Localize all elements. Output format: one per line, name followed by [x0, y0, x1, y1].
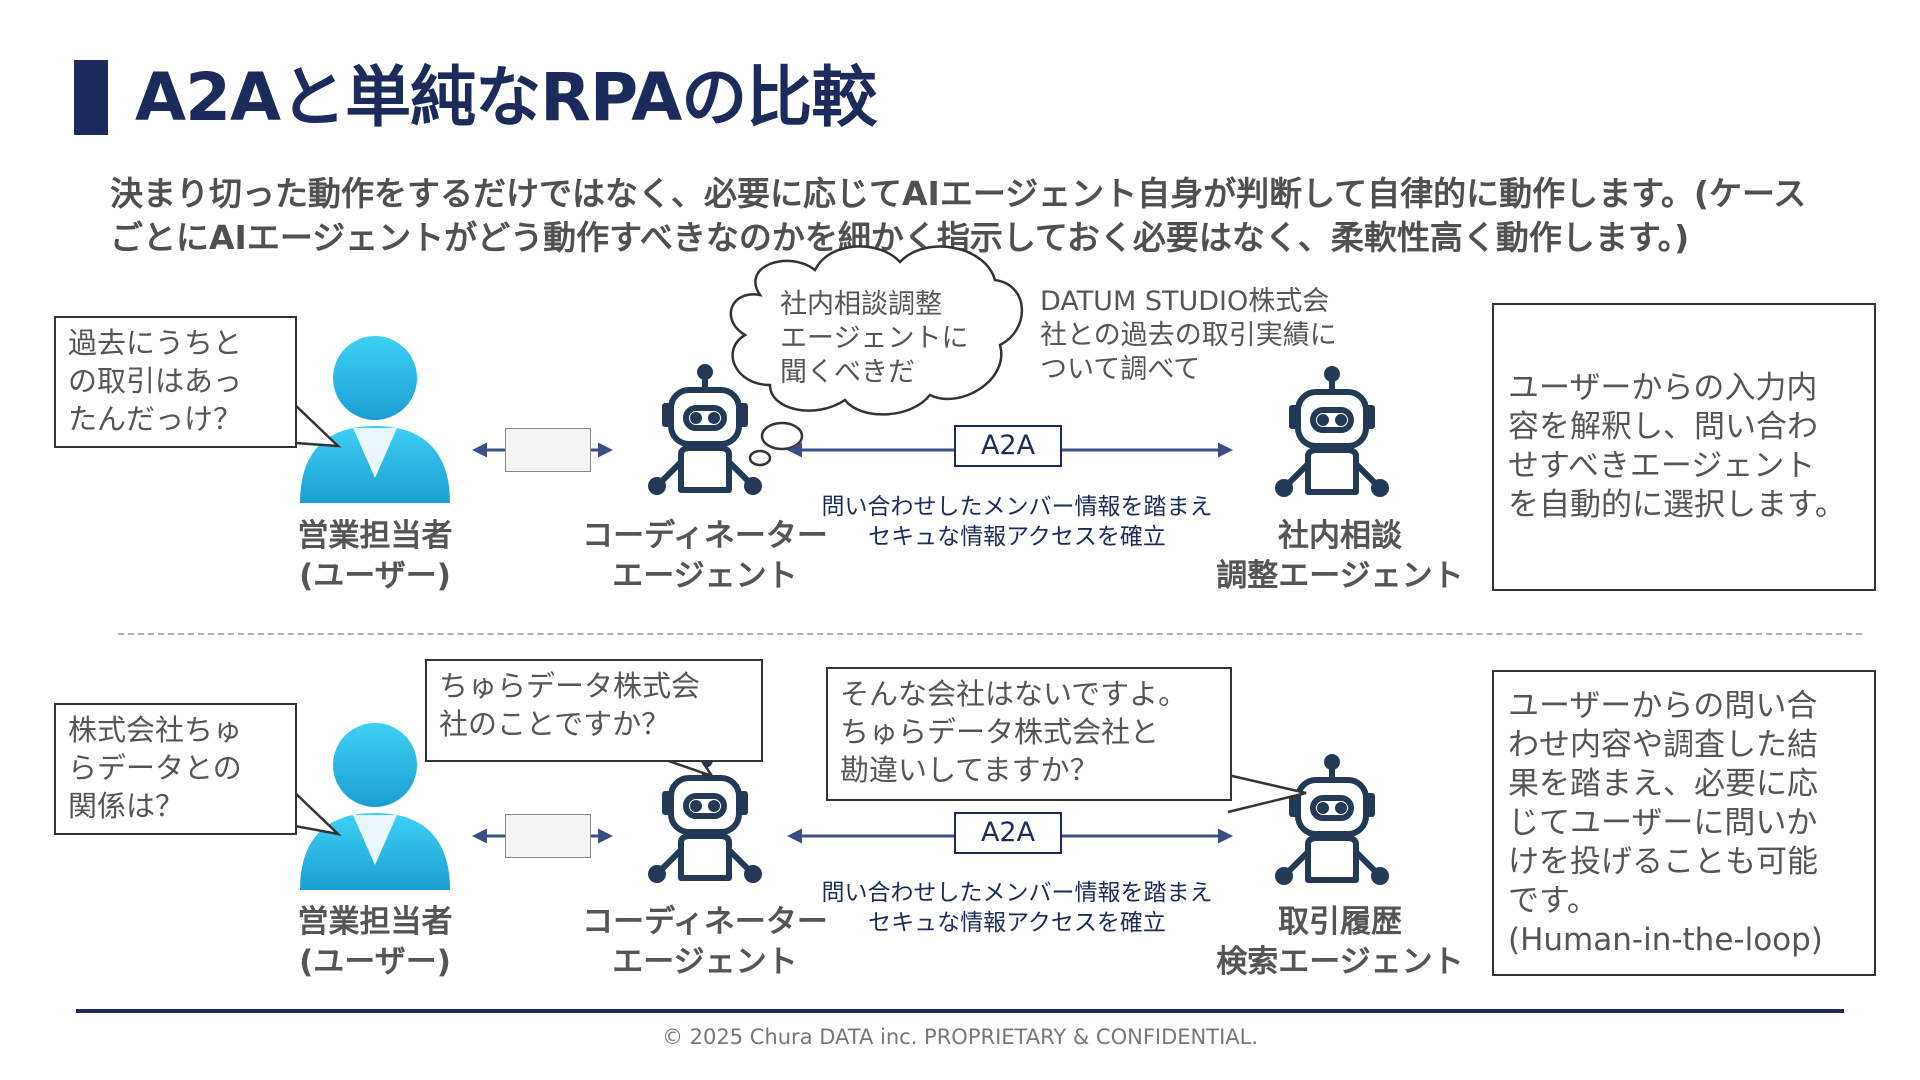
subtitle-line-2: ごとにAIエージェントがどう動作すべきなのかを細かく指示しておく必要はなく、柔軟… [110, 218, 1690, 257]
description-line: ユーザーからの問い合 [1508, 687, 1818, 724]
label-line: 取引履歴 [1278, 904, 1402, 940]
a2a-note: 問い合わせしたメンバー情報を踏まえ セキュな情報アクセスを確立 [792, 492, 1242, 552]
bubble-pointer [659, 756, 716, 779]
coordinator-label: コーディネーター エージェント [575, 516, 835, 596]
bubble-line: の取引はあっ [68, 364, 243, 398]
description-line: わせ内容や調査した結 [1508, 726, 1818, 763]
coordinator-speech-bubble: ちゅらデータ株式会 社のことですか？ [425, 659, 763, 762]
user-label: 営業担当者 (ユーザー) [245, 516, 505, 596]
instruction-line: 社との過去の取引実績に [1040, 320, 1337, 351]
target-agent-label: 取引履歴 検索エージェント [1210, 902, 1470, 982]
label-line: (ユーザー) [299, 944, 451, 980]
description-line: 果を踏まえ、必要に応 [1508, 765, 1818, 802]
page-subtitle: 決まり切った動作をするだけではなく、必要に応じてAIエージェント自身が判断して自… [110, 172, 1870, 260]
instruction-text: DATUM STUDIO株式会 社との過去の取引実績に ついて調べて [1040, 285, 1337, 387]
screen-thumbnail-icon [505, 814, 591, 858]
a2a-note: 問い合わせしたメンバー情報を踏まえ セキュな情報アクセスを確立 [792, 878, 1242, 938]
label-line: 営業担当者 [297, 518, 453, 554]
user-speech-bubble: 株式会社ちゅ らデータとの 関係は？ [54, 703, 297, 835]
label-line: 調整エージェント [1216, 558, 1464, 594]
user-speech-bubble: 過去にうちと の取引はあっ たんだっけ？ [54, 316, 297, 448]
label-line: 営業担当者 [297, 904, 453, 940]
target-speech-bubble: そんな会社はないですよ。 ちゅらデータ株式会社と 勘違いしてますか？ [826, 667, 1232, 801]
description-line: (Human-in-the-loop) [1508, 921, 1823, 958]
thought-bubble-text: 社内相談調整 エージェントに 聞くべきだ [780, 288, 968, 390]
bubble-line: 社のことですか？ [439, 707, 671, 741]
subtitle-line-1: 決まり切った動作をするだけではなく、必要に応じてAIエージェント自身が判断して自… [110, 174, 1807, 213]
label-line: コーディネーター [582, 904, 828, 940]
bubble-line: ちゅらデータ株式会社と [840, 715, 1160, 749]
page-title: A2Aと単純なRPAの比較 [135, 59, 877, 136]
thought-line: エージェントに [780, 323, 969, 354]
label-line: 検索エージェント [1216, 944, 1464, 980]
bubble-line: 関係は？ [68, 789, 185, 823]
robot-icon [1278, 757, 1386, 882]
screen-thumbnail-icon [505, 428, 591, 472]
person-icon [300, 336, 450, 503]
bubble-line: 勘違いしてますか？ [840, 753, 1099, 787]
thought-line: 社内相談調整 [780, 289, 942, 320]
bubble-line: 過去にうちと [68, 326, 243, 360]
label-line: (ユーザー) [299, 558, 451, 594]
description-box: ユーザーからの入力内 容を解釈し、問い合わ せすべきエージェント を自動的に選択… [1492, 303, 1876, 591]
coordinator-label: コーディネーター エージェント [575, 902, 835, 982]
description-line: じてユーザーに問いか [1508, 804, 1818, 841]
description-line: 容を解釈し、問い合わ [1508, 409, 1818, 445]
bubble-line: そんな会社はないですよ。 [840, 677, 1188, 711]
instruction-line: ついて調べて [1040, 354, 1201, 385]
note-line: セキュな情報アクセスを確立 [868, 910, 1166, 936]
description-line: を自動的に選択します。 [1508, 487, 1846, 523]
robot-icon [651, 367, 759, 492]
title-accent-bar [74, 60, 108, 135]
a2a-label: A2A [954, 812, 1062, 854]
bubble-line: たんだっけ？ [68, 402, 243, 436]
thought-line: 聞くべきだ [780, 357, 915, 388]
label-line: 社内相談 [1278, 518, 1402, 554]
bubble-line: らデータとの [68, 751, 242, 785]
label-line: エージェント [612, 944, 798, 980]
label-line: エージェント [612, 558, 798, 594]
instruction-line: DATUM STUDIO株式会 [1040, 286, 1330, 317]
description-box: ユーザーからの問い合 わせ内容や調査した結 果を踏まえ、必要に応 じてユーザーに… [1492, 670, 1876, 976]
copyright-footer: © 2025 Chura DATA inc. PROPRIETARY & CON… [661, 1025, 1259, 1049]
note-line: 問い合わせしたメンバー情報を踏まえ [821, 494, 1213, 520]
label-line: コーディネーター [582, 518, 828, 554]
target-agent-label: 社内相談 調整エージェント [1210, 516, 1470, 596]
description-line: せすべきエージェント [1508, 448, 1816, 484]
note-line: 問い合わせしたメンバー情報を踏まえ [821, 880, 1213, 906]
bubble-line: 株式会社ちゅ [68, 713, 243, 747]
footer-rule [76, 1009, 1844, 1013]
description-line: ユーザーからの入力内 [1508, 370, 1818, 406]
section-divider [118, 633, 1862, 635]
description-line: けを投げることも可能 [1508, 843, 1818, 880]
robot-icon [1278, 369, 1386, 494]
note-line: セキュな情報アクセスを確立 [868, 524, 1166, 550]
bubble-pointer [1227, 773, 1307, 814]
bubble-line: ちゅらデータ株式会 [439, 669, 701, 703]
description-line: です。 [1508, 882, 1598, 919]
user-label: 営業担当者 (ユーザー) [245, 902, 505, 982]
a2a-label: A2A [954, 425, 1062, 467]
